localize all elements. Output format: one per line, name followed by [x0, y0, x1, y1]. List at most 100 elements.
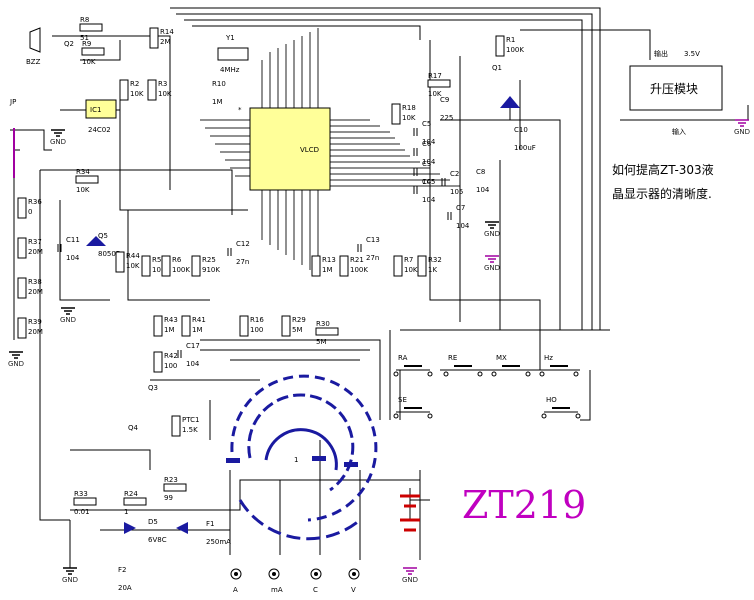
component-ref: Q4: [128, 424, 139, 432]
component-value: 100K: [172, 266, 190, 274]
component-value: 105: [422, 178, 435, 186]
terminal-v[interactable]: V: [348, 568, 360, 594]
diode-zener: [500, 96, 520, 108]
component-value: 20M: [28, 248, 43, 256]
component-ref: R42: [164, 352, 178, 360]
component-value: 100: [164, 362, 177, 370]
component-value: 20A: [118, 584, 132, 592]
component-ref: C9: [440, 96, 449, 104]
component-ref: D5: [148, 518, 158, 526]
component-ref: R10: [212, 80, 226, 88]
component-value: 104: [186, 360, 200, 368]
component-ref: R7: [404, 256, 413, 264]
component-r24: R24 1: [123, 490, 147, 516]
terminal-ma[interactable]: mA: [268, 568, 283, 594]
component-value: 5M: [292, 326, 303, 334]
switch-center-label: 1: [294, 456, 298, 464]
component-ref: C6: [422, 140, 432, 148]
switch-button-label: MX: [496, 354, 507, 362]
ic1-box: [85, 99, 117, 119]
ground-symbol: GND: [484, 255, 500, 272]
component-value: 8050D: [98, 250, 121, 258]
switch-button-mx[interactable]: MX: [491, 354, 531, 377]
ground-label: GND: [60, 316, 76, 324]
switch-button-label: RA: [398, 354, 408, 362]
component-value: 0.01: [74, 508, 90, 516]
main-ic: [249, 107, 331, 191]
component-value: 104: [422, 196, 436, 204]
switch-button-label: HO: [546, 396, 557, 404]
component-value: 100K: [506, 46, 524, 54]
ground-label: GND: [484, 264, 500, 272]
component-q1: Q1: [492, 64, 502, 72]
component-d5: D5 6V8C: [148, 518, 167, 544]
component-value: 104: [422, 158, 436, 166]
component-ref: Q3: [148, 384, 158, 392]
component-value: 100K: [350, 266, 368, 274]
component-ref: PTC1: [182, 416, 199, 424]
component-value: 10K: [158, 90, 172, 98]
component-value: 1.5K: [182, 426, 198, 434]
component-ref: R6: [172, 256, 182, 264]
ground-label: GND: [50, 138, 66, 146]
component-ref: R32: [428, 256, 442, 264]
component-value: 6V8C: [148, 536, 167, 544]
switch-button-re[interactable]: RE: [443, 354, 483, 377]
component-ref: C5: [422, 120, 431, 128]
switch-button-ho[interactable]: HO: [541, 396, 581, 419]
component-value: 10K: [402, 114, 416, 122]
ground-symbol: GND: [62, 567, 78, 584]
terminal-label: C: [313, 586, 318, 594]
component-ref: C2: [450, 170, 459, 178]
boost-module-box: [629, 65, 723, 111]
component-value: 51: [80, 34, 89, 42]
ic-pin1-dot: *: [238, 106, 242, 114]
component-value: 1: [124, 508, 128, 516]
ground-label: GND: [734, 128, 750, 136]
component-value: 104: [66, 254, 80, 262]
ground-symbol: GND: [60, 307, 76, 324]
jp-label: JP: [9, 98, 16, 106]
component-value: 100: [250, 326, 263, 334]
terminal-label: V: [351, 586, 356, 594]
switch-button-label: RE: [448, 354, 457, 362]
crystal-ref: Y1: [225, 34, 235, 42]
diode-d5a: [124, 522, 136, 534]
switch-button-se[interactable]: SE: [393, 396, 433, 419]
terminal-c[interactable]: C: [310, 568, 322, 594]
component-value: 20M: [28, 328, 43, 336]
ic1-part: 24C02: [88, 126, 111, 134]
main-ic-label: VLCD: [300, 146, 319, 154]
boost-out-label: 输出: [654, 49, 668, 58]
switch-button-ra[interactable]: RA: [393, 354, 433, 377]
terminal-a[interactable]: A: [230, 568, 242, 594]
switch-button-hz[interactable]: Hz: [539, 354, 579, 377]
component-ref: R24: [124, 490, 138, 498]
component-q4: Q4: [128, 424, 139, 432]
component-ref: R2: [130, 80, 139, 88]
component-ref: R21: [350, 256, 364, 264]
component-value: 100uF: [514, 144, 536, 152]
component-value: 104: [422, 138, 436, 146]
component-value: 105: [450, 188, 463, 196]
